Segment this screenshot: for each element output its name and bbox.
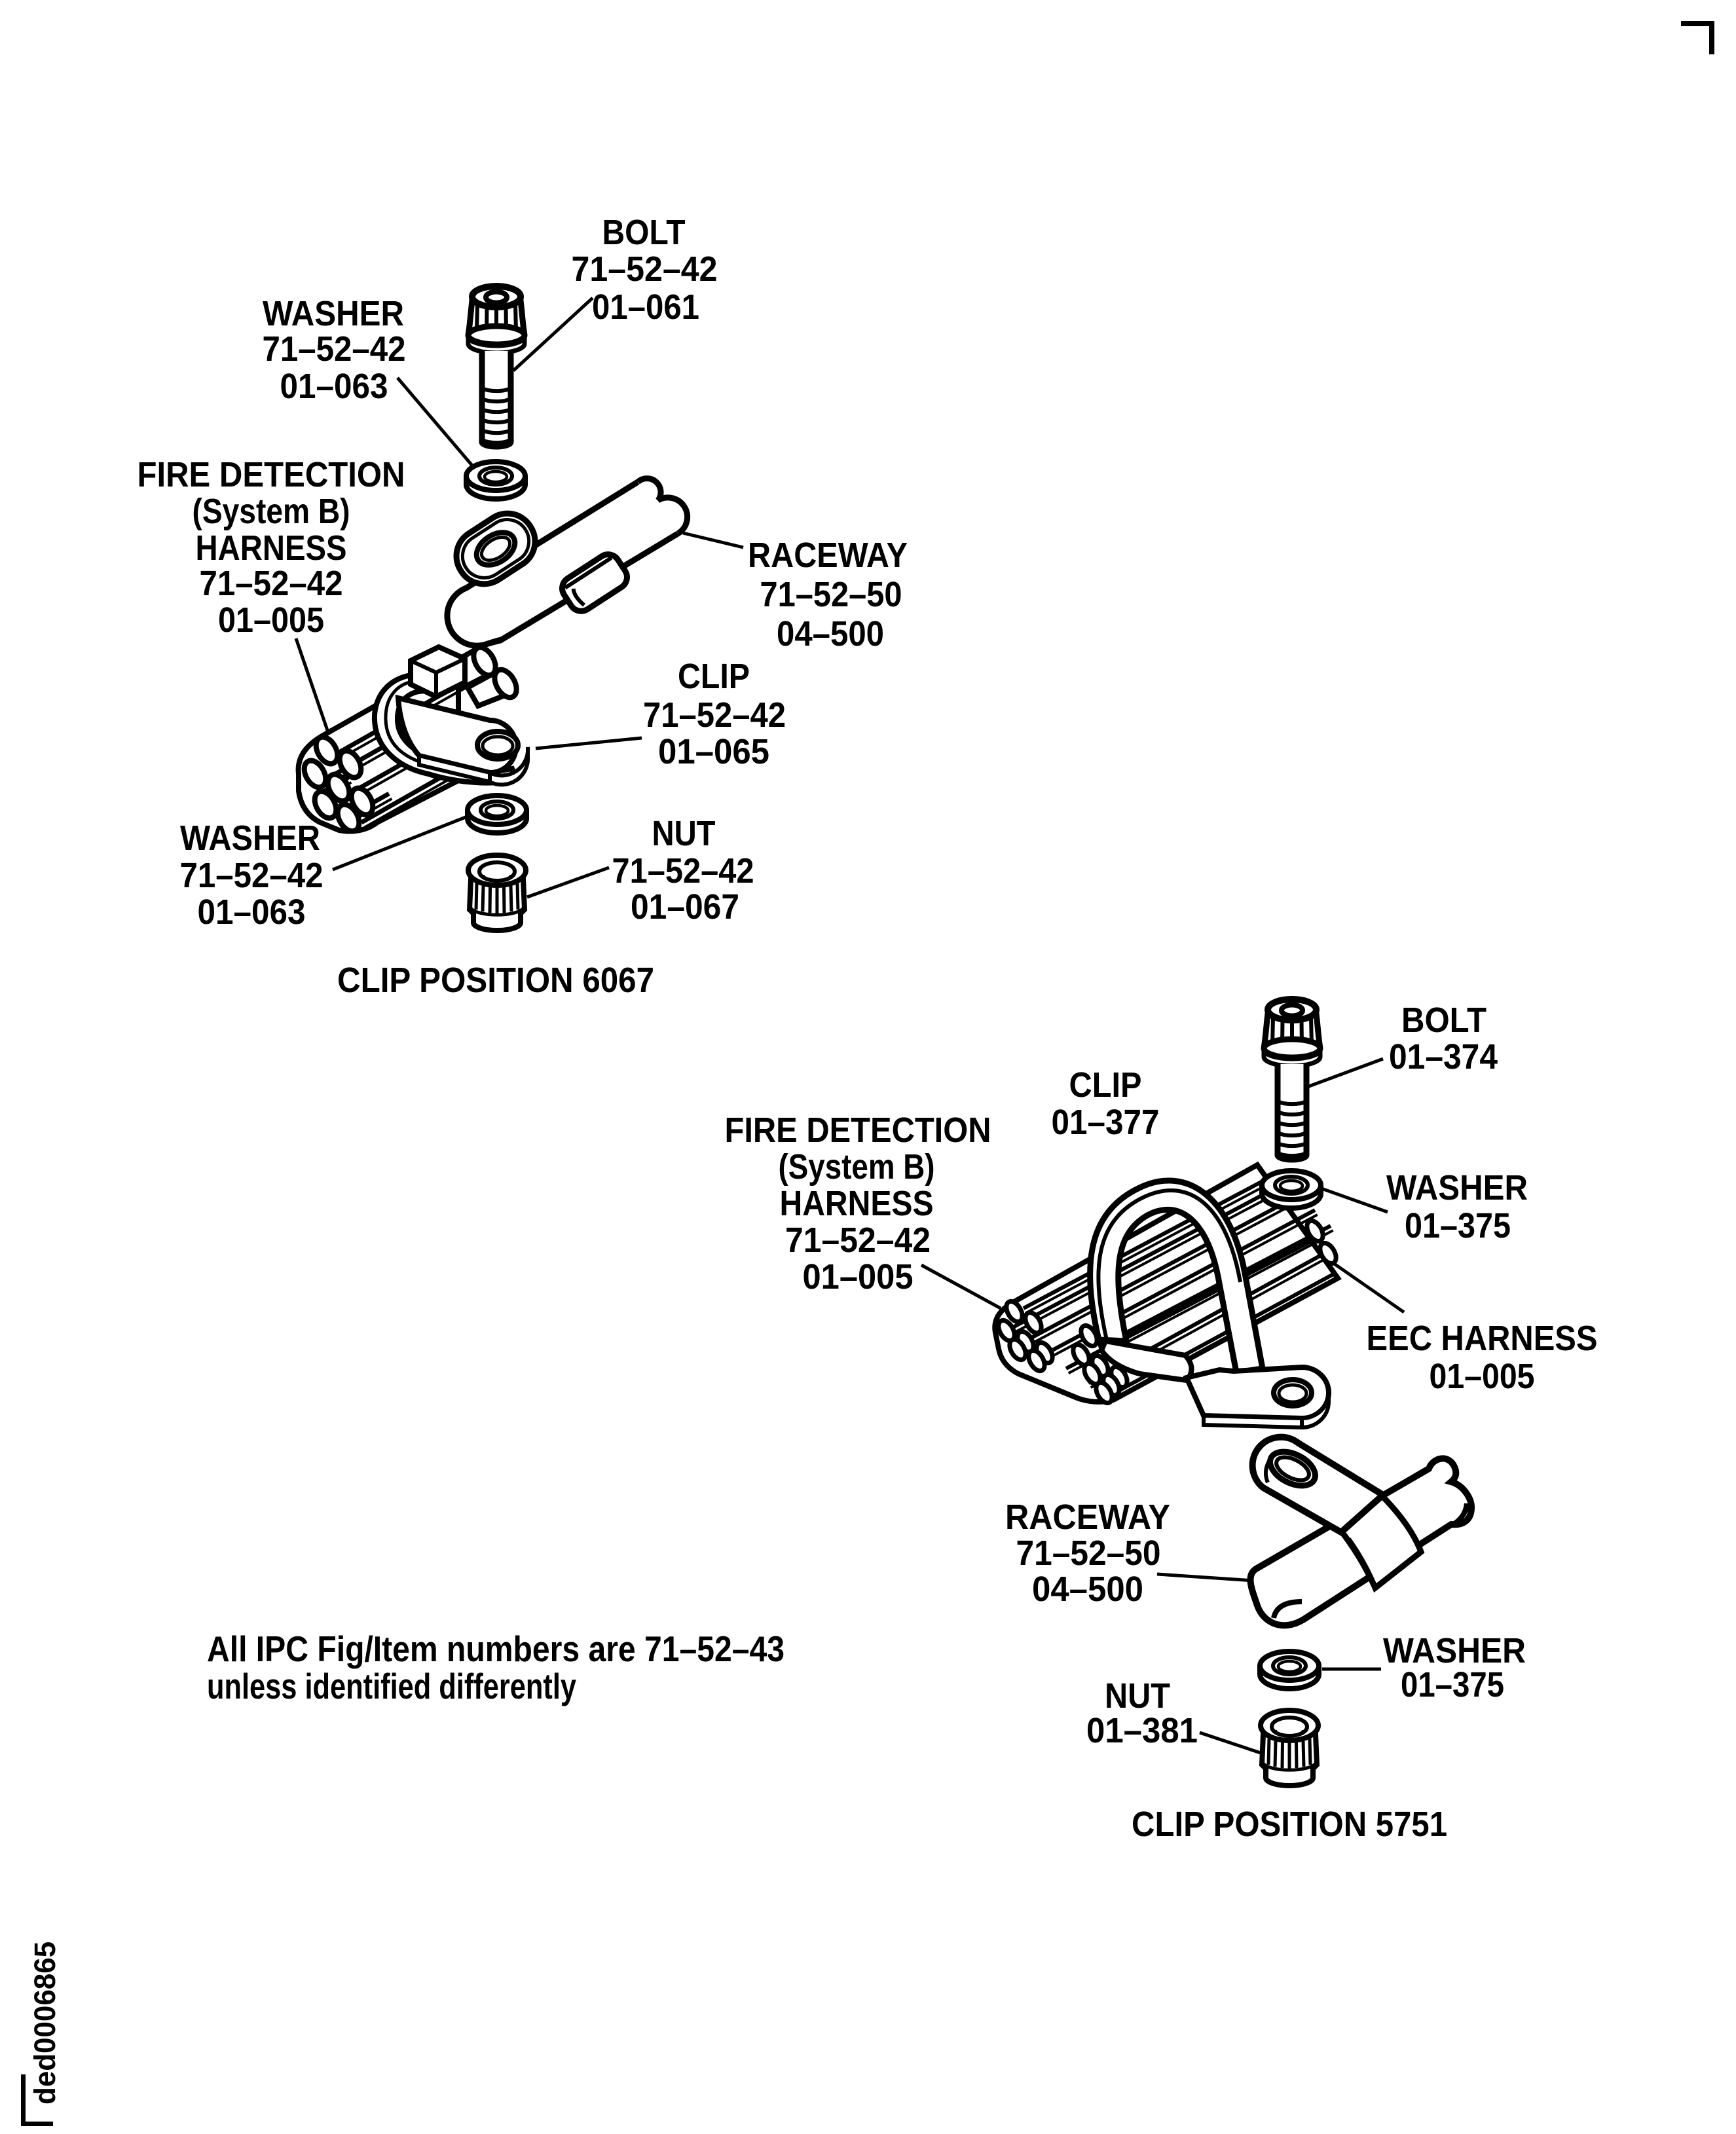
svg-text:unless identified differently: unless identified differently [207,1666,576,1706]
svg-text:71–52–42: 71–52–42 [643,695,786,735]
svg-text:NUT: NUT [1105,1676,1170,1716]
svg-text:RACEWAY: RACEWAY [1005,1498,1170,1537]
svg-text:CLIP POSITION 6067: CLIP POSITION 6067 [337,961,654,1000]
svg-text:EEC HARNESS: EEC HARNESS [1367,1319,1598,1358]
svg-text:01–065: 01–065 [658,732,769,771]
svg-text:BOLT: BOLT [1401,1001,1487,1040]
svg-text:All IPC Fig/Item numbers are 7: All IPC Fig/Item numbers are 71–52–43 [207,1628,785,1669]
svg-text:BOLT: BOLT [602,213,686,252]
svg-text:01–067: 01–067 [631,887,739,927]
svg-text:01–063: 01–063 [198,892,306,932]
svg-text:01–374: 01–374 [1389,1037,1498,1076]
svg-text:WASHER: WASHER [1383,1631,1526,1670]
svg-text:01–005: 01–005 [803,1257,914,1297]
svg-text:HARNESS: HARNESS [780,1184,934,1223]
svg-text:01–005: 01–005 [1430,1357,1535,1396]
svg-text:CLIP: CLIP [1069,1065,1142,1105]
svg-text:71–52–50: 71–52–50 [1016,1534,1161,1573]
svg-text:71–52–42: 71–52–42 [785,1221,931,1260]
svg-text:71–52–42: 71–52–42 [180,856,323,895]
svg-text:ded0006865: ded0006865 [28,1941,62,2105]
svg-text:01–005: 01–005 [218,600,324,640]
svg-text:01–063: 01–063 [280,367,388,406]
svg-text:CLIP: CLIP [678,657,750,696]
svg-text:FIRE DETECTION: FIRE DETECTION [138,455,405,494]
svg-text:01–377: 01–377 [1052,1103,1160,1142]
svg-text:01–381: 01–381 [1086,1711,1198,1750]
svg-text:RACEWAY: RACEWAY [748,536,908,575]
svg-text:71–52–50: 71–52–50 [760,575,902,614]
svg-text:(System B): (System B) [193,492,350,531]
svg-text:WASHER: WASHER [263,294,404,333]
svg-text:CLIP POSITION 5751: CLIP POSITION 5751 [1132,1805,1447,1844]
svg-text:01–061: 01–061 [592,287,699,327]
svg-text:71–52–42: 71–52–42 [200,564,343,603]
svg-text:HARNESS: HARNESS [196,528,347,568]
svg-text:WASHER: WASHER [1386,1168,1528,1207]
svg-text:71–52–42: 71–52–42 [612,851,754,891]
svg-text:04–500: 04–500 [777,614,884,653]
svg-text:71–52–42: 71–52–42 [572,249,718,289]
svg-text:FIRE DETECTION: FIRE DETECTION [725,1111,991,1150]
svg-text:01–375: 01–375 [1401,1665,1504,1704]
svg-text:NUT: NUT [652,814,716,853]
svg-text:01–375: 01–375 [1405,1206,1511,1245]
svg-text:WASHER: WASHER [180,819,320,858]
svg-text:71–52–42: 71–52–42 [263,329,406,369]
svg-text:(System B): (System B) [779,1147,935,1187]
svg-text:04–500: 04–500 [1032,1570,1143,1609]
